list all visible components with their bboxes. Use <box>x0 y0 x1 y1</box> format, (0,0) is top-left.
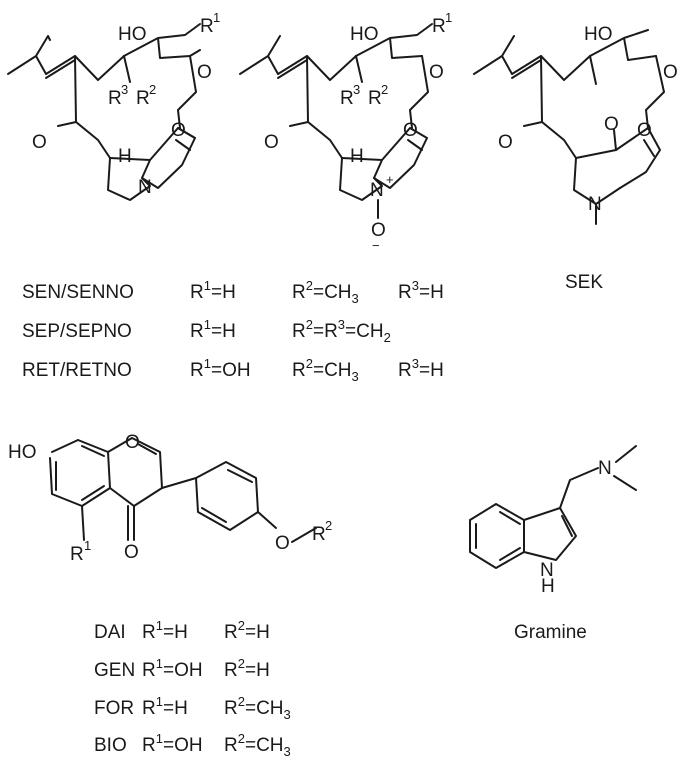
svg-text:O: O <box>275 533 290 554</box>
pa-structure-2-atoms: HO R 1 O R 3 R 2 O O H N + O − <box>264 10 452 253</box>
svg-text:HO: HO <box>584 24 613 45</box>
svg-text:2: 2 <box>381 82 388 97</box>
svg-text:R1=H: R1=H <box>142 694 188 719</box>
svg-text:R3=H: R3=H <box>398 356 444 381</box>
pa-table-row: RET/RETNO R1=OH R2=CH3 R3=H <box>22 356 444 384</box>
svg-text:R2=CH3: R2=CH3 <box>224 731 291 759</box>
svg-text:N: N <box>588 194 602 215</box>
svg-text:N: N <box>540 560 554 581</box>
iso-table-row: BIO R1=OH R2=CH3 <box>94 731 291 759</box>
svg-text:BIO: BIO <box>94 735 127 756</box>
svg-text:R1=H: R1=H <box>190 278 236 303</box>
svg-text:DAI: DAI <box>94 622 126 643</box>
svg-text:O: O <box>125 432 140 453</box>
gramine-name-label: Gramine <box>514 622 587 643</box>
svg-text:R3=H: R3=H <box>398 278 444 303</box>
isoflavone-structure: HO O O R 1 O R 2 <box>8 432 332 565</box>
svg-text:R: R <box>432 16 446 37</box>
svg-text:+: + <box>386 172 394 187</box>
svg-text:R: R <box>312 524 326 545</box>
svg-text:HO: HO <box>350 24 379 45</box>
svg-text:R: R <box>340 88 354 109</box>
svg-text:O: O <box>637 120 652 141</box>
pa-structure-1-atoms: HO R 1 O R 3 R 2 O O H N <box>32 10 220 198</box>
svg-text:O: O <box>403 120 418 141</box>
pa-structure-1: HO R 1 O R 3 R 2 O O H N <box>7 10 220 201</box>
svg-text:R1=OH: R1=OH <box>190 356 251 381</box>
svg-text:2: 2 <box>149 82 156 97</box>
svg-text:3: 3 <box>353 82 360 97</box>
svg-text:N: N <box>598 458 612 479</box>
pa-table-row: SEP/SEPNO R1=H R2=R3=CH2 <box>22 317 391 345</box>
svg-text:R2=CH3: R2=CH3 <box>292 356 359 384</box>
iso-table-row: FOR R1=H R2=CH3 <box>94 694 291 722</box>
svg-text:O: O <box>604 114 619 135</box>
svg-text:RET/RETNO: RET/RETNO <box>22 360 132 381</box>
sek-name-label: SEK <box>565 272 603 293</box>
svg-text:HO: HO <box>8 442 37 463</box>
iso-table-row: DAI R1=H R2=H <box>94 618 270 643</box>
svg-text:N: N <box>370 180 384 201</box>
svg-text:O: O <box>171 120 186 141</box>
svg-text:R1=H: R1=H <box>190 317 236 342</box>
sek-structure-atoms: HO O O O O N <box>498 24 678 215</box>
svg-text:O: O <box>371 220 386 241</box>
svg-text:R1=OH: R1=OH <box>142 731 203 756</box>
svg-text:O: O <box>32 132 47 153</box>
svg-text:GEN: GEN <box>94 660 135 681</box>
svg-text:R2=CH3: R2=CH3 <box>224 694 291 722</box>
gramine-atoms: N N H <box>540 458 612 597</box>
pa-substituent-table: SEN/SENNO R1=H R2=CH3 R3=H SEP/SEPNO R1=… <box>22 278 444 384</box>
svg-text:R1=H: R1=H <box>142 618 188 643</box>
isoflavone-atoms: HO O O R 1 O R 2 <box>8 432 332 565</box>
svg-text:H: H <box>350 146 364 167</box>
svg-text:FOR: FOR <box>94 698 134 719</box>
svg-text:O: O <box>429 62 444 83</box>
svg-text:R1=OH: R1=OH <box>142 656 203 681</box>
svg-text:O: O <box>264 132 279 153</box>
pa-structure-2-noxide: HO R 1 O R 3 R 2 O O H N + O − <box>239 10 452 253</box>
svg-text:H: H <box>541 576 555 597</box>
svg-text:3: 3 <box>121 82 128 97</box>
svg-text:R2=CH3: R2=CH3 <box>292 278 359 306</box>
svg-text:O: O <box>124 542 139 563</box>
svg-text:R2=R3=CH2: R2=R3=CH2 <box>292 317 391 345</box>
svg-text:R: R <box>136 88 150 109</box>
svg-text:1: 1 <box>84 538 91 553</box>
svg-text:H: H <box>118 146 132 167</box>
svg-text:2: 2 <box>325 518 332 533</box>
svg-text:O: O <box>197 62 212 83</box>
svg-text:R: R <box>108 88 122 109</box>
pa-table-row: SEN/SENNO R1=H R2=CH3 R3=H <box>22 278 444 306</box>
svg-text:1: 1 <box>213 10 220 25</box>
svg-text:SEP/SEPNO: SEP/SEPNO <box>22 321 132 342</box>
svg-text:O: O <box>498 132 513 153</box>
iso-table-row: GEN R1=OH R2=H <box>94 656 270 681</box>
svg-text:HO: HO <box>118 24 147 45</box>
svg-text:R: R <box>200 16 214 37</box>
isoflavone-substituent-table: DAI R1=H R2=H GEN R1=OH R2=H FOR R1=H R2… <box>94 618 291 759</box>
sek-structure: HO O O O O N <box>473 24 678 225</box>
svg-text:R2=H: R2=H <box>224 656 270 681</box>
svg-text:R: R <box>70 544 84 565</box>
svg-text:1: 1 <box>445 10 452 25</box>
svg-text:R: R <box>368 88 382 109</box>
gramine-structure: N N H <box>469 445 637 597</box>
svg-text:N: N <box>138 177 152 198</box>
svg-text:O: O <box>663 62 678 83</box>
svg-text:−: − <box>372 238 380 253</box>
svg-text:SEN/SENNO: SEN/SENNO <box>22 282 134 303</box>
svg-text:R2=H: R2=H <box>224 618 270 643</box>
